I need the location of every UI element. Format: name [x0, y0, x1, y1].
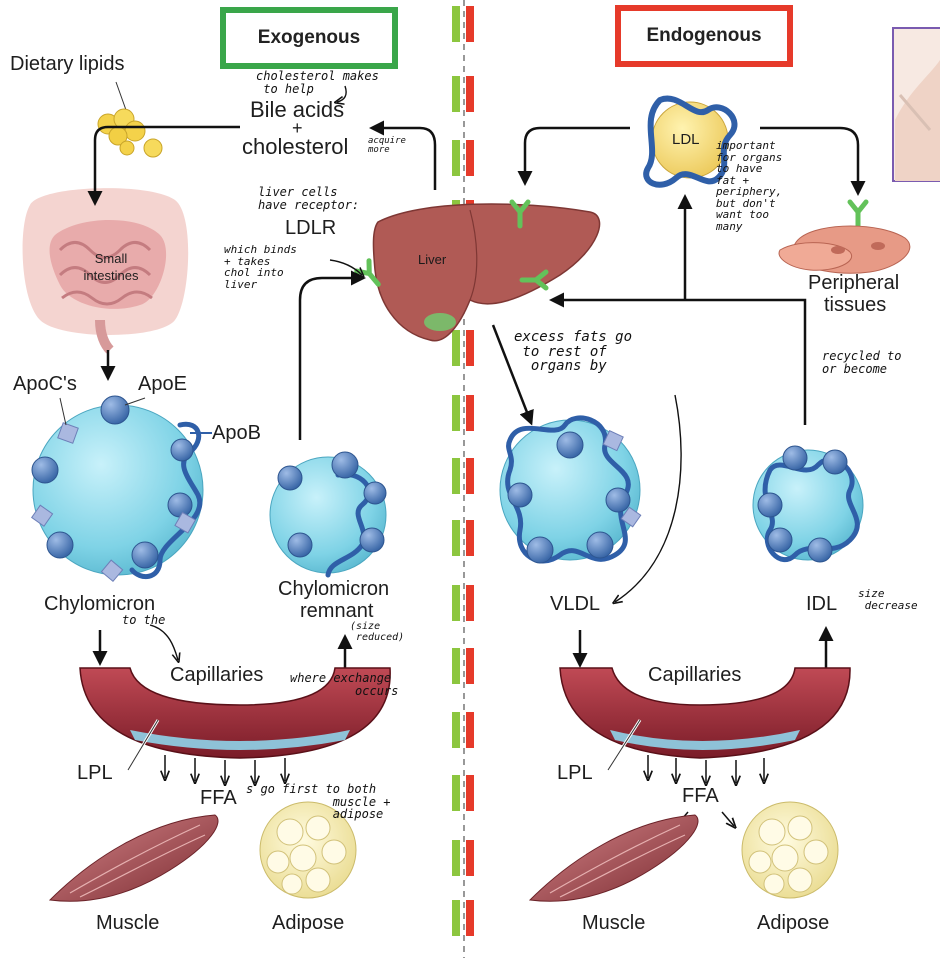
cropped-photo-inset: [892, 27, 940, 182]
endogenous-title: Endogenous: [624, 14, 784, 58]
bile-acids-label: Bile acids: [250, 97, 345, 122]
chylomicron-label: Chylomicron: [44, 593, 156, 615]
ldl-particle: [643, 95, 738, 188]
small-intestine-illustration: [22, 188, 189, 354]
divider-bar-red: [466, 140, 474, 176]
note-ldlr: liver cells have receptor:: [258, 185, 360, 212]
idl-label: IDL: [806, 593, 838, 615]
note-acquire: acquire more: [368, 136, 406, 156]
note-ldlr-binds: which binds + takes chol into liver: [224, 243, 297, 291]
divider-bar-red: [466, 900, 474, 936]
peripheral-tissue-cells: [778, 225, 911, 274]
endogenous-header-box: [615, 5, 793, 67]
chylomicron-remnant-particle: [269, 451, 387, 578]
ffa-label-left: FFA: [200, 787, 237, 809]
divider-bar-green: [452, 76, 460, 112]
divider-bar-green: [452, 6, 460, 42]
note-important: important for organs to have fat + perip…: [716, 139, 783, 233]
capillaries-label-left: Capillaries: [170, 664, 264, 686]
lpl-label-left: LPL: [77, 762, 113, 784]
vldl-label: VLDL: [550, 593, 601, 615]
note-size-decrease: size decrease: [858, 587, 918, 612]
peripheral-tissues-label-2: tissues: [824, 294, 887, 316]
divider-bar-green: [452, 585, 460, 621]
note-recycled: recycled to or become: [822, 349, 902, 376]
adipose-illustration-right: [741, 801, 839, 899]
small-intestines-label: Small intestines: [83, 251, 139, 283]
note-where-exchange: where exchange occurs: [290, 671, 399, 698]
ldl-receptors: [354, 199, 869, 291]
exogenous-title: Exogenous: [229, 16, 389, 60]
note-size-reduced: (size reduced): [350, 621, 405, 643]
plus-label: +: [292, 118, 303, 138]
divider-bar-green: [452, 140, 460, 176]
handwritten-arrows: [149, 85, 682, 660]
note-to-the: to the: [122, 613, 166, 627]
chylomicron-particle: [30, 395, 212, 582]
liver-label: Liver: [418, 252, 447, 267]
adipose-label-right: Adipose: [757, 912, 830, 934]
muscle-label-left: Muscle: [96, 912, 160, 934]
capillaries-label-right: Capillaries: [648, 664, 742, 686]
divider-bar-green: [452, 900, 460, 936]
vldl-particle: [499, 415, 642, 564]
endogenous-flow-arrows: [491, 126, 866, 668]
apob-label: ApoB: [212, 422, 261, 444]
peripheral-tissues-label-1: Peripheral: [808, 272, 900, 294]
muscle-illustration-left: [48, 814, 219, 902]
lpl-label-right: LPL: [557, 762, 593, 784]
note-ffa-first: s go first to both muscle + adipose: [246, 782, 391, 822]
divider-bar-green: [452, 712, 460, 748]
ldl-label: LDL: [672, 131, 700, 148]
chylomicron-remnant-label-1: Chylomicron: [278, 578, 390, 600]
divider-bar-green: [452, 840, 460, 876]
divider-bar-red: [466, 840, 474, 876]
capillary-vessel-left: [79, 667, 391, 771]
exogenous-flow-arrows: [87, 120, 437, 668]
cholesterol-label: cholesterol: [242, 134, 349, 159]
apoe-label: ApoE: [138, 373, 187, 395]
ldlr-label: LDLR: [285, 217, 337, 239]
note-bile: cholesterol makes to help: [256, 69, 379, 96]
divider-column: [452, 0, 474, 958]
divider-bar-red: [466, 648, 474, 684]
note-excess-fats: excess fats go to rest of organs by: [514, 329, 633, 375]
divider-bar-red: [466, 458, 474, 494]
ffa-label-right: FFA: [682, 785, 719, 807]
dietary-lipids-label: Dietary lipids: [10, 53, 125, 75]
ffa-arrows-right: [648, 755, 764, 826]
apoc-label: ApoC's: [13, 373, 77, 395]
divider-bar-red: [466, 520, 474, 556]
divider-bar-green: [452, 520, 460, 556]
divider-bar-red: [466, 712, 474, 748]
chylomicron-remnant-label-2: remnant: [300, 600, 374, 622]
divider-bar-green: [452, 330, 460, 366]
divider-bar-red: [466, 585, 474, 621]
divider-bar-green: [452, 395, 460, 431]
divider-bar-red: [466, 775, 474, 811]
divider-bar-red: [466, 395, 474, 431]
adipose-illustration-left: [259, 801, 357, 899]
divider-bar-red: [466, 330, 474, 366]
ffa-arrows-left: [165, 755, 285, 783]
divider-bar-green: [452, 648, 460, 684]
exogenous-header-box: [220, 7, 398, 69]
muscle-illustration-right: [528, 814, 699, 902]
divider-bar-green: [452, 458, 460, 494]
divider-bar-red: [466, 76, 474, 112]
muscle-label-right: Muscle: [582, 912, 646, 934]
divider-bar-green: [452, 775, 460, 811]
idl-particle: [752, 445, 864, 563]
divider-bar-red: [466, 6, 474, 42]
liver-illustration: [372, 203, 601, 342]
adipose-label-left: Adipose: [272, 912, 345, 934]
capillary-vessel-right: [559, 667, 851, 771]
dietary-lipids-droplets: [97, 81, 163, 158]
